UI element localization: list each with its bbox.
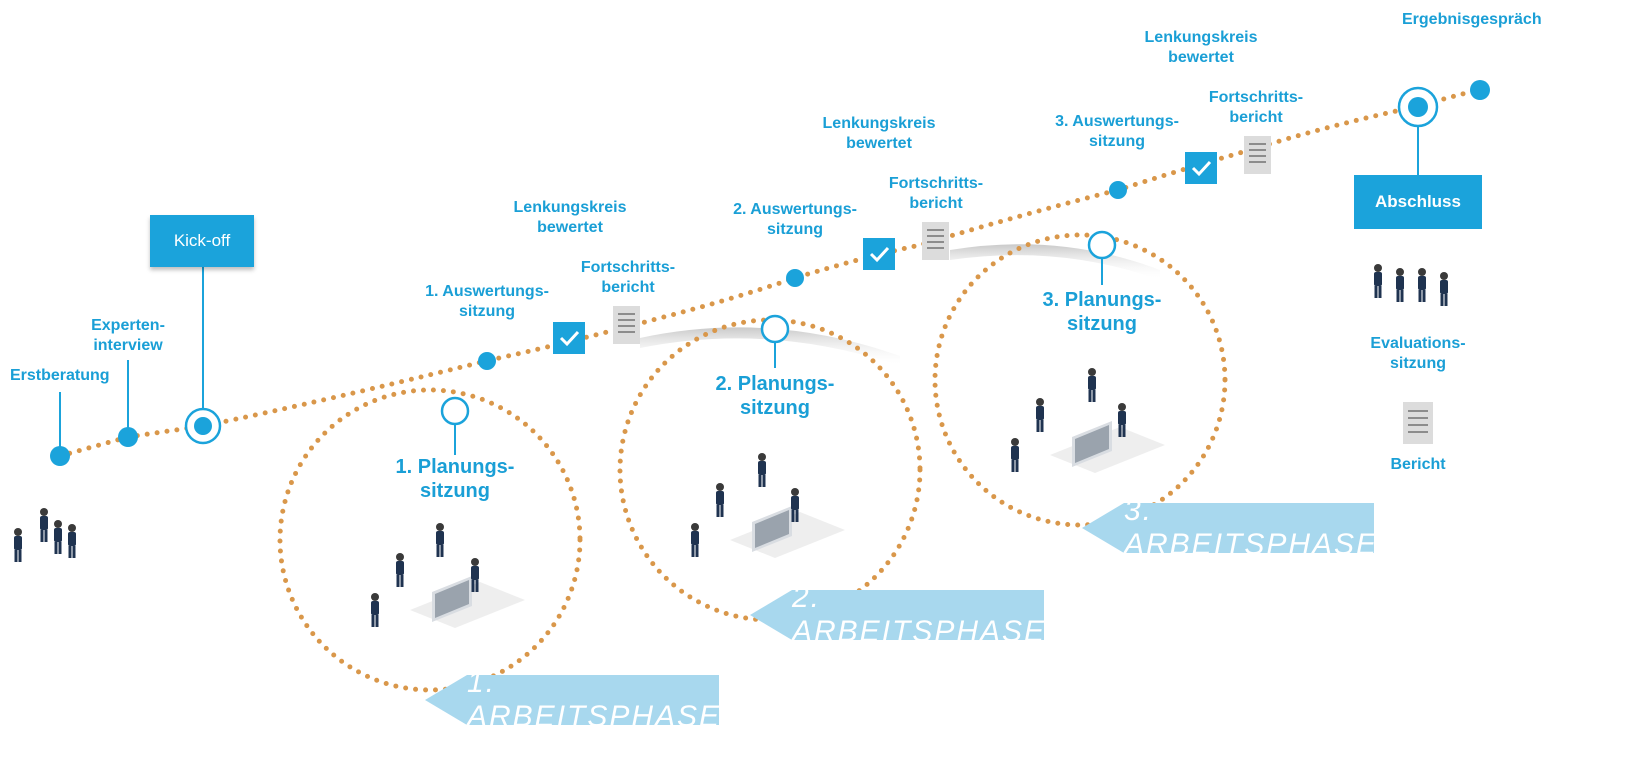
milestone-dot-ergebnisgespraech [1470, 80, 1490, 100]
milestone-dot-experteninterview [118, 427, 138, 447]
label-auswertung-2: 2. Auswertungs- sitzung [733, 201, 857, 238]
check-icon [553, 322, 585, 354]
people-group-icon [14, 508, 76, 562]
label-lenkungskreis-2: Lenkungskreis bewertet [822, 115, 936, 152]
label-planung-1: 1. Planungs- sitzung [395, 456, 515, 502]
label-ergebnisgespraech: Ergebnisgespräch [1402, 11, 1542, 28]
meeting-illustration-3 [1011, 368, 1165, 473]
kickoff-label: Kick-off [173, 231, 231, 250]
milestone-dot-auswertung2 [786, 269, 804, 287]
phase-circle-2 [617, 317, 923, 623]
check-icon [863, 238, 895, 270]
milestone-dot-auswertung3 [1109, 181, 1127, 199]
abschluss-box: Abschluss [1354, 175, 1482, 229]
phase-circle-1 [277, 387, 583, 693]
planning-node-3 [1087, 230, 1117, 260]
label-lenkungskreis-1: Lenkungskreis bewertet [513, 199, 627, 236]
meeting-illustration-2 [691, 453, 845, 558]
label-fortschritt-3: Fortschritts- bericht [1208, 89, 1304, 126]
arbeitsphase-banner-1: 1. ARBEITSPHASE [425, 675, 719, 725]
evaluation-meeting-illustration [1374, 264, 1448, 306]
report-icon [613, 306, 640, 344]
label-bericht: Bericht [1390, 456, 1446, 473]
arbeitsphase-banner-2: 2. ARBEITSPHASE [750, 590, 1044, 640]
milestone-dot-auswertung1 [478, 352, 496, 370]
phase-circle-3 [932, 232, 1228, 528]
report-icon [922, 222, 949, 260]
arbeitsphase-label-2: 2. ARBEITSPHASE [792, 581, 1047, 648]
report-icon [1403, 402, 1433, 444]
target-icon [194, 417, 212, 435]
label-planung-2: 2. Planungs- sitzung [715, 373, 835, 419]
label-planung-3: 3. Planungs- sitzung [1042, 289, 1162, 335]
meeting-illustration-1 [371, 523, 525, 628]
milestone-dot-erstberatung [50, 446, 70, 466]
label-lenkungskreis-3: Lenkungskreis bewertet [1144, 29, 1258, 66]
path-shadow [950, 244, 1160, 280]
planning-node-1 [440, 396, 470, 426]
abschluss-label: Abschluss [1375, 192, 1461, 211]
arbeitsphase-label-3: 3. ARBEITSPHASE [1124, 494, 1379, 561]
label-evaluation: Evaluations- sitzung [1370, 335, 1466, 372]
check-icon [1185, 152, 1217, 184]
label-auswertung-3: 3. Auswertungs- sitzung [1055, 113, 1179, 150]
path-shadow [640, 327, 900, 366]
planning-node-2 [760, 314, 790, 344]
label-auswertung-1: 1. Auswertungs- sitzung [425, 283, 549, 320]
kickoff-box: Kick-off [150, 215, 254, 267]
label-fortschritt-2: Fortschritts- bericht [888, 175, 984, 212]
report-icon [1244, 136, 1271, 174]
target-icon [1408, 97, 1428, 117]
label-fortschritt-1: Fortschritts- bericht [580, 259, 676, 296]
arbeitsphase-label-1: 1. ARBEITSPHASE [467, 666, 722, 733]
label-experteninterview: Experten- interview [91, 317, 165, 354]
label-erstberatung: Erstberatung [10, 367, 110, 384]
arbeitsphase-banner-3: 3. ARBEITSPHASE [1082, 503, 1374, 553]
